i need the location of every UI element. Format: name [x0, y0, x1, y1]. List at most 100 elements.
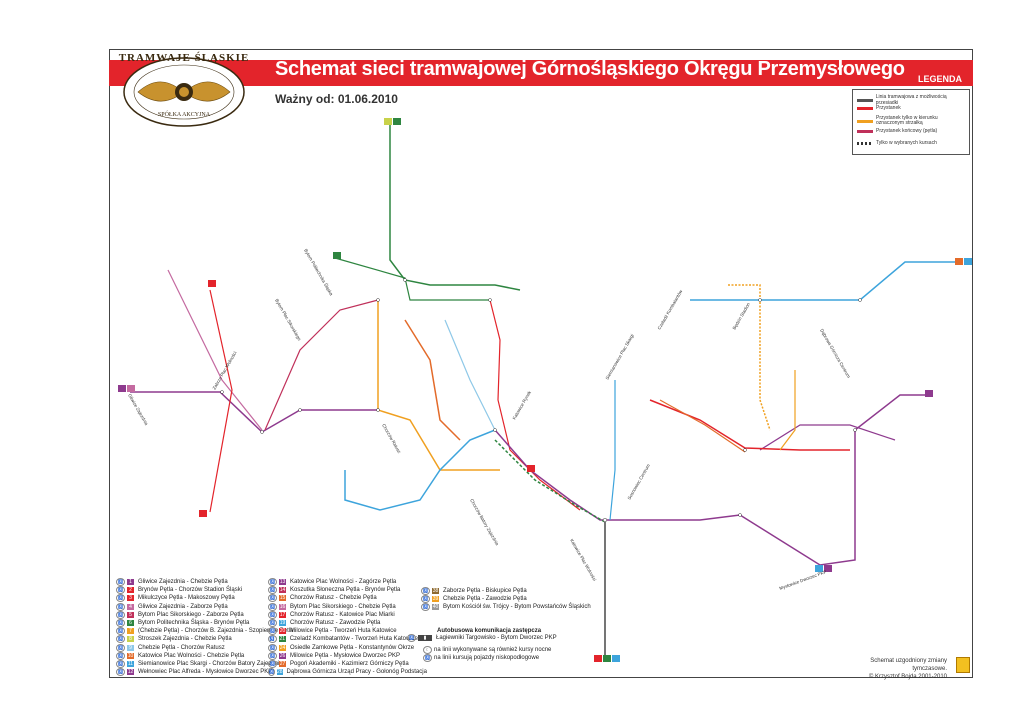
legend-title: LEGENDA: [918, 74, 963, 84]
stop-label: Czeladź Kombatantów: [657, 288, 684, 330]
map-title: Schemat sieci tramwajowej Górnośląskiego…: [275, 58, 905, 80]
wheelchair-icon: ♿: [116, 668, 125, 677]
route-line-24: [728, 284, 771, 431]
note-text: na linii kursują pojazdy niskopodłogowe: [434, 655, 540, 662]
wheelchair-icon: ♿: [268, 659, 277, 668]
route-number-badge: 13: [279, 579, 286, 586]
route-line-5: [264, 299, 379, 431]
route-description: Siemianowice Plac Skargi - Chorzów Bator…: [138, 660, 283, 667]
route-line-4: [167, 269, 263, 431]
route-description: Bytom Kościół św. Trójcy - Bytom Powstań…: [443, 604, 591, 611]
route-number-badge: 39: [432, 596, 439, 603]
route-line-9: [444, 319, 496, 431]
wheelchair-icon: ♿: [116, 578, 125, 587]
route-description: Chorzów Ratusz - Chebzie Pętla: [290, 595, 377, 602]
footer-line-1: Schemat uzgodniony zmiany tymczasowe.: [870, 658, 947, 672]
route-description: Chebzie Pętla - Chorzów Ratusz: [138, 644, 225, 651]
route-line-26: [759, 424, 896, 451]
route-description: (Chebzie Pętla) - Chorzów B. Zajezdnia -…: [138, 628, 294, 635]
route-row: ♿7(Chebzie Pętla) - Chorzów B. Zajezdnia…: [116, 627, 416, 636]
bus-section-title: Autobusowa komunikacja zastępcza: [437, 628, 542, 634]
route-description: Chebzie Pętla - Zawodzie Pętla: [443, 596, 527, 603]
route-description: Zaborze Pętla - Biskupice Pętla: [443, 588, 527, 595]
logo-bottom-text: SPÓŁKA AKCYJNA: [157, 112, 211, 118]
stop-label: Katowice Plac Wolności: [569, 538, 597, 582]
route-number-badge: 27: [279, 660, 286, 667]
legend-label: Linia tramwajowa z możliwością przesiadk…: [875, 94, 947, 106]
route-row: ♿27 Pogoń Akademiki - Kazimierz Górniczy …: [268, 659, 418, 668]
route-line-3: [209, 289, 233, 513]
wheelchair-icon: ♿: [421, 595, 430, 604]
header-bar: [109, 60, 973, 86]
terminus-badges: [118, 118, 972, 662]
route-description: Bytom Plac Sikorskiego - Zaborze Pętla: [138, 611, 244, 618]
route-description: Milowice Pętla - Mysłowice Dworzec PKP: [290, 652, 401, 659]
wheelchair-icon: ♿: [116, 610, 125, 619]
author-logo-icon: [956, 657, 970, 673]
legend-item-transfer-line: Linia tramwajowa z możliwością przesiadk…: [857, 94, 969, 106]
route-line-12: [739, 394, 928, 566]
route-number-badge: 40: [432, 604, 439, 611]
legend-box: Linia tramwajowa z możliwością przesiadk…: [852, 89, 970, 155]
stop-label: Chorzów Batory Zajezdnia: [469, 498, 500, 547]
line-swatch-icon: [857, 98, 873, 102]
company-logo: TRAMWAJE ŚLĄSKIE SPÓŁKA AKCYJNA: [118, 52, 250, 130]
route-line-19: [609, 380, 616, 521]
route-number-badge: 26: [279, 652, 286, 659]
route-description: Gliwice Zajezdnia - Zaborze Pętla: [138, 603, 228, 610]
moon-icon: ☾: [423, 646, 432, 655]
wheelchair-icon: ♿: [421, 587, 430, 596]
route-number-badge: 28: [276, 669, 283, 676]
bus-line-row: ♿ ▮ Łagiewniki Targowisko - Bytom Dworze…: [407, 634, 607, 643]
logo-emblem-icon: [123, 57, 245, 127]
wheelchair-icon: ♿: [268, 586, 277, 595]
route-line-6: [389, 125, 521, 291]
route-number-badge: 3: [127, 595, 134, 602]
route-number-badge: 21: [278, 636, 286, 643]
route-number-badge: 14: [279, 587, 286, 594]
route-number-badge: 17: [279, 611, 286, 618]
route-description: Pogoń Akademiki - Kazimierz Górniczy Pęt…: [290, 660, 409, 667]
route-number-badge: 8: [127, 636, 134, 643]
route-description: Chorzów Ratusz - Katowice Plac Miarki: [290, 611, 395, 618]
route-description: Katowice Plac Wolności - Chebzie Pętla: [138, 652, 245, 659]
dashed-swatch-icon: [857, 141, 873, 145]
route-number-badge: 16: [279, 603, 286, 610]
legend-label: Przystanek: [876, 105, 901, 111]
route-description: Bytom Plac Sikorskiego - Chebzie Pętla: [290, 603, 396, 610]
wheelchair-icon: ♿: [116, 594, 125, 603]
wheelchair-icon: ♿: [116, 586, 125, 595]
route-description: Czeladź Kombatantów - Tworzeń Huta Katow…: [289, 636, 418, 643]
stop-label: Gliwice Zajezdnia: [127, 393, 149, 426]
replacement-bus-section: Autobusowa komunikacja zastępcza ♿ ▮ Łag…: [407, 628, 607, 663]
route-number-badge: 20: [279, 628, 286, 635]
wheelchair-icon: ♿: [116, 635, 125, 644]
route-description: Chorzów Ratusz - Zawodzie Pętla: [290, 620, 381, 627]
route-row: ♿17 Chorzów Ratusz - Katowice Plac Miarki: [268, 610, 418, 619]
route-number-badge: 4: [127, 603, 134, 610]
legend-item-selected-runs: Tylko w wybranych kursach: [857, 140, 937, 146]
route-description: Bytom Politechnika Śląska - Brynów Pętla: [138, 620, 250, 627]
route-description: Dąbrowa Górnicza Urząd Pracy - Gołonóg P…: [286, 669, 427, 676]
wheelchair-icon: ♿: [268, 610, 277, 619]
wheelchair-icon: ♿: [116, 659, 125, 668]
wheelchair-icon: ♿: [116, 602, 125, 611]
stop-label: Mysłowice Dworzec PKP: [779, 569, 827, 591]
route-description: Katowice Plac Wolności - Zagórze Pętla: [290, 579, 397, 586]
